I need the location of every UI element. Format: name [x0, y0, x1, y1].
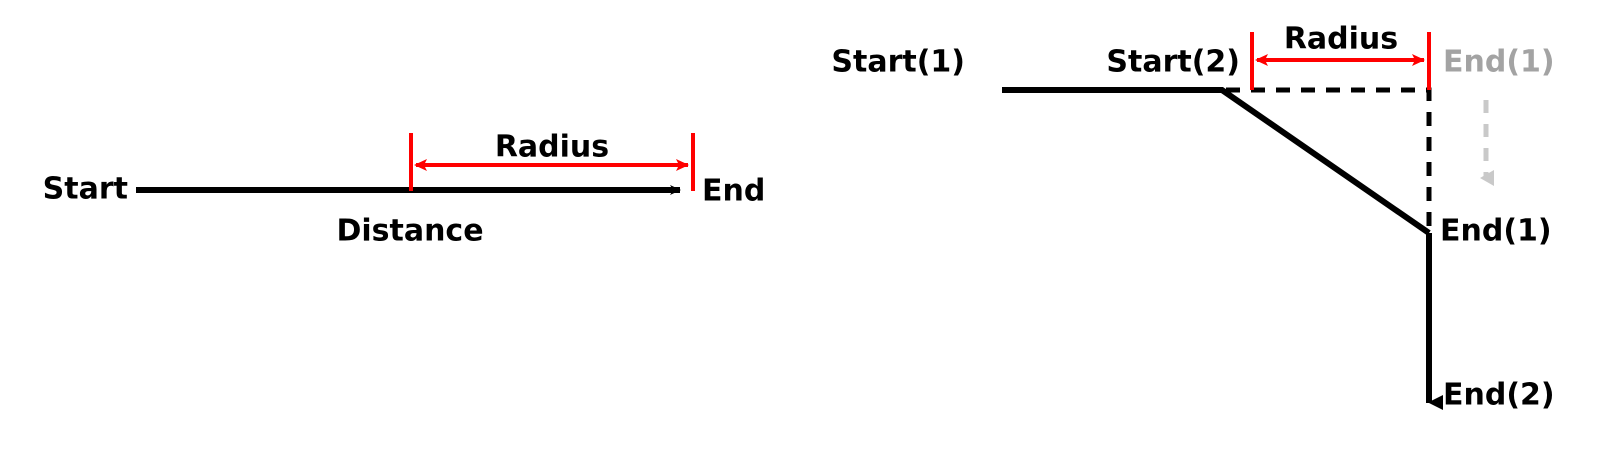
start2-label: Start(2): [1106, 45, 1240, 80]
end-label: End: [702, 174, 765, 209]
end1-ghost-label: End(1): [1443, 45, 1555, 80]
segment-one-and-fillet: [1002, 87, 1431, 236]
end1-label: End(1): [1440, 214, 1552, 249]
end2-label: End(2): [1443, 378, 1555, 413]
right-panel-group: Start(1) Start(2) Radius End(1) End(1) E…: [831, 22, 1554, 413]
left-panel-group: Start End Radius Distance: [43, 130, 766, 249]
distance-label: Distance: [336, 214, 483, 249]
start1-label: Start(1): [831, 45, 965, 80]
radius-label-right-panel: Radius: [1284, 22, 1398, 57]
start-label: Start: [43, 172, 128, 207]
radius-label: Radius: [495, 130, 609, 165]
